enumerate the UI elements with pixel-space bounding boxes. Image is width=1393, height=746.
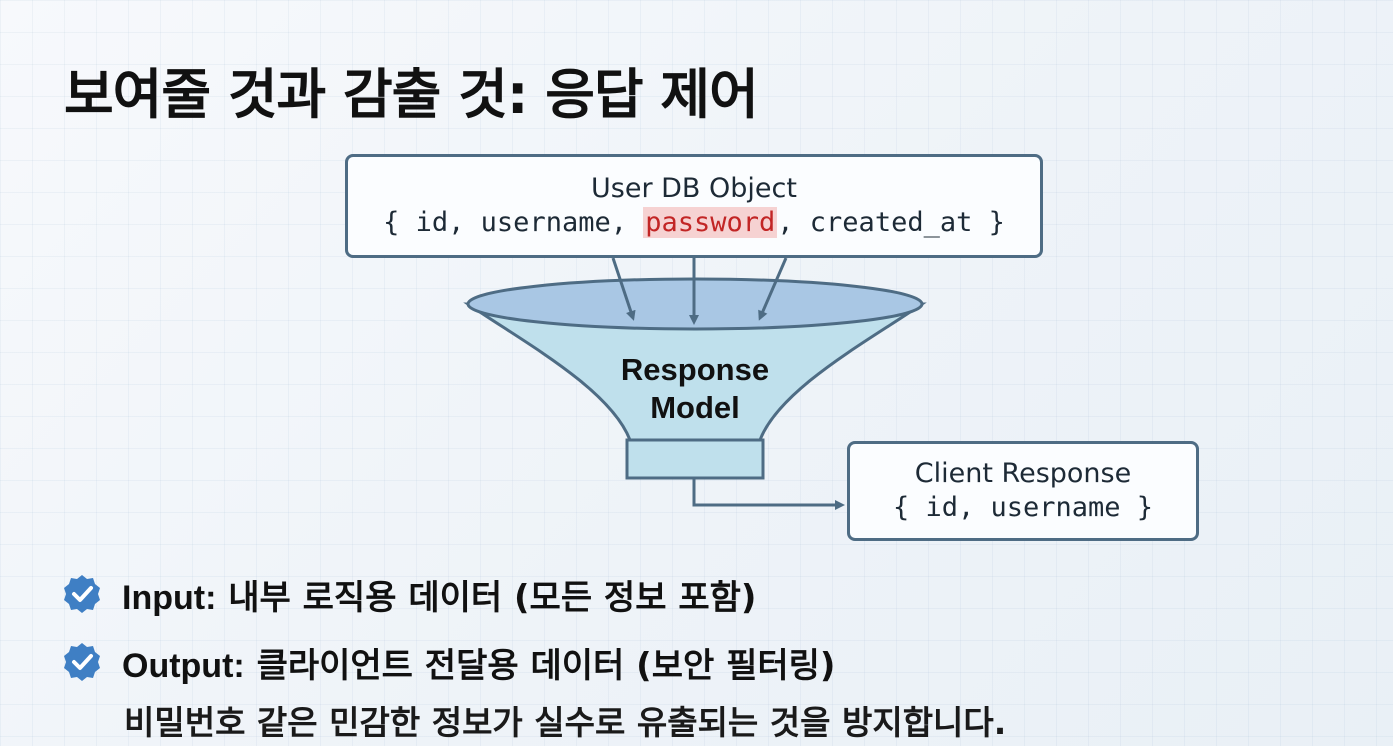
db-object-fields: { id, username, password, created_at } <box>348 205 1040 241</box>
client-response-title: Client Response <box>914 458 1132 489</box>
arrow-password <box>758 257 788 321</box>
arrow-id <box>611 257 636 321</box>
bullet-input: Input: 내부 로직용 데이터 (모든 정보 포함) <box>62 560 835 628</box>
password-field: password <box>643 207 778 238</box>
bullet-input-desc: 내부 로직용 데이터 (모든 정보 포함) <box>228 577 757 618</box>
db-fields-suffix: , created_at } <box>777 207 1005 238</box>
user-db-object-box: User DB Object { id, username, password,… <box>345 154 1043 258</box>
bullet-input-text: Input: 내부 로직용 데이터 (모든 정보 포함) <box>122 570 756 619</box>
funnel-spout <box>625 438 765 480</box>
client-response-box: Client Response { id, username } <box>847 441 1199 541</box>
check-icon <box>64 575 100 613</box>
bullet-output-key: Output: <box>122 646 245 685</box>
funnel-label-line1: Response <box>620 352 770 387</box>
footnote: 비밀번호 같은 민감한 정보가 실수로 유출되는 것을 방지합니다. <box>124 703 1007 742</box>
funnel-label-line2: Model <box>650 390 740 425</box>
bullet-input-key: Input: <box>122 578 217 617</box>
bullet-output: Output: 클라이언트 전달용 데이터 (보안 필터링) <box>62 628 835 696</box>
db-fields-prefix: { id, username, <box>383 207 644 238</box>
output-arrow <box>692 478 845 510</box>
page-title: 보여줄 것과 감출 것: 응답 제어 <box>64 63 759 126</box>
response-model-label: Response Model <box>590 351 800 427</box>
bullet-output-desc: 클라이언트 전달용 데이터 (보안 필터링) <box>256 645 836 686</box>
bullet-list: Input: 내부 로직용 데이터 (모든 정보 포함) Output: 클라이… <box>62 560 835 696</box>
check-icon <box>64 643 100 681</box>
client-response-fields: { id, username } <box>892 492 1154 523</box>
db-object-title: User DB Object <box>591 173 797 204</box>
bullet-output-text: Output: 클라이언트 전달용 데이터 (보안 필터링) <box>122 638 835 687</box>
